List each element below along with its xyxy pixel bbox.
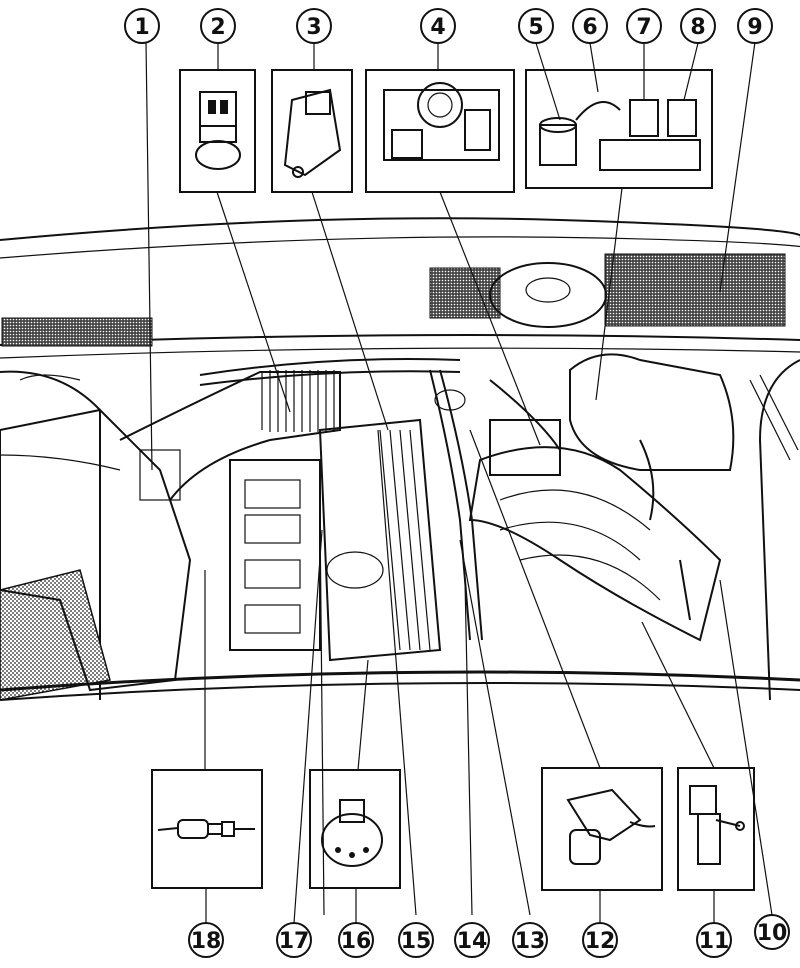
callout-6: 6 — [572, 8, 608, 44]
callout-1: 1 — [124, 8, 160, 44]
callout-15-label: 15 — [401, 929, 432, 954]
inset-4-throttle-body — [365, 69, 515, 193]
callout-18: 18 — [188, 922, 224, 958]
callout-5: 5 — [518, 8, 554, 44]
callout-8-label: 8 — [690, 15, 705, 40]
air-intake-hose — [119, 370, 341, 501]
inset-3-sensor — [271, 69, 353, 193]
callout-9: 9 — [737, 8, 773, 44]
callout-11: 11 — [696, 922, 732, 958]
inset-18-sensor — [151, 769, 263, 889]
engine-bay — [0, 217, 800, 701]
inset-12-sensor — [541, 767, 663, 891]
air-cleaner — [0, 408, 192, 692]
callout-2-label: 2 — [210, 15, 225, 40]
inset-5-8-components — [525, 69, 713, 189]
intake-manifold — [468, 446, 722, 642]
callout-10-label: 10 — [757, 921, 788, 946]
callout-7-label: 7 — [636, 15, 651, 40]
callout-14-label: 14 — [457, 929, 488, 954]
callout-4: 4 — [420, 8, 456, 44]
callout-15: 15 — [398, 922, 434, 958]
cowl-vent-center — [429, 267, 501, 319]
callout-3: 3 — [296, 8, 332, 44]
callout-6-label: 6 — [582, 15, 597, 40]
callout-10: 10 — [754, 914, 790, 950]
callout-14: 14 — [454, 922, 490, 958]
inset-16-sensor — [309, 769, 401, 889]
callout-3-label: 3 — [306, 15, 321, 40]
inset-11-sensor — [677, 767, 755, 891]
callout-12: 12 — [582, 922, 618, 958]
callout-18-label: 18 — [191, 929, 222, 954]
left-fender-shaded — [0, 569, 111, 701]
leader-lines — [145, 41, 773, 916]
callout-16-label: 16 — [341, 929, 372, 954]
callout-4-label: 4 — [430, 15, 445, 40]
coolant-reservoir — [569, 353, 735, 471]
callout-12-label: 12 — [585, 929, 616, 954]
callout-2: 2 — [200, 8, 236, 44]
callout-9-label: 9 — [747, 15, 762, 40]
cylinder-head — [318, 418, 442, 662]
coil-pack — [229, 459, 321, 651]
callout-17-label: 17 — [279, 929, 310, 954]
cowl-vent-right — [604, 253, 786, 327]
callout-1-label: 1 — [134, 15, 149, 40]
callout-7: 7 — [626, 8, 662, 44]
callout-13: 13 — [512, 922, 548, 958]
callout-16: 16 — [338, 922, 374, 958]
callout-8: 8 — [680, 8, 716, 44]
cowl-vent-left — [1, 317, 153, 347]
callout-13-label: 13 — [515, 929, 546, 954]
callout-17: 17 — [276, 922, 312, 958]
inset-2-sensor — [179, 69, 256, 193]
strut-tower — [489, 262, 607, 328]
callout-5-label: 5 — [528, 15, 543, 40]
callout-11-label: 11 — [699, 929, 730, 954]
